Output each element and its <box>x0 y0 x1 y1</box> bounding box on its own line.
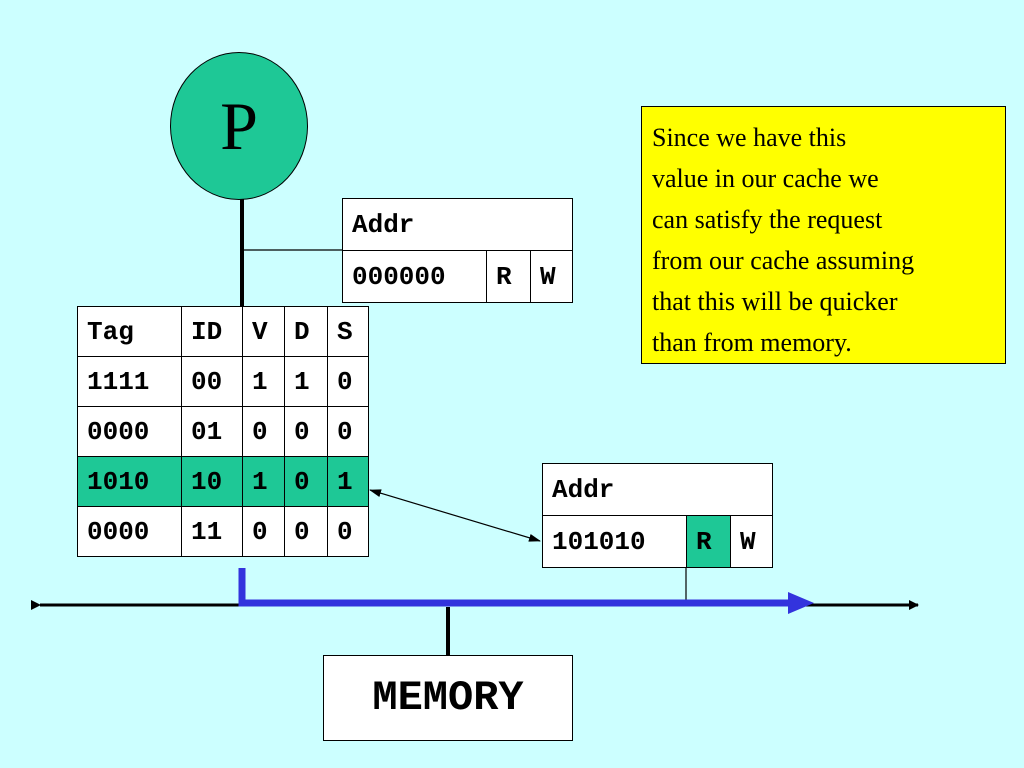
cache-cell-id: 11 <box>181 506 243 557</box>
cache-header-d: D <box>284 306 328 357</box>
processor-request-read: R <box>486 250 531 303</box>
note-line: Since we have this <box>652 123 847 152</box>
cache-cell-v: 0 <box>242 406 285 457</box>
cache-row: 1111 00 1 1 0 <box>77 356 369 407</box>
cache-cell-s: 0 <box>327 506 369 557</box>
explanation-note: Since we have this value in our cache we… <box>641 106 1006 364</box>
cache-header-tag: Tag <box>77 306 182 357</box>
blue-arrowhead <box>788 592 814 614</box>
cache-cell-id: 00 <box>181 356 243 407</box>
cache-header-row: Tag ID V D S <box>77 306 369 357</box>
memory-label: MEMORY <box>372 674 524 722</box>
note-line: that this will be quicker <box>652 287 898 316</box>
cache-cell-s: 1 <box>327 456 369 507</box>
cache-table: Tag ID V D S 1111 00 1 1 0 0000 01 0 0 0… <box>77 306 369 557</box>
processor-addr-label: Addr <box>342 198 573 251</box>
cache-row-highlighted: 1010 10 1 0 1 <box>77 456 369 507</box>
processor-request-address: 000000 <box>342 250 487 303</box>
processor-label: P <box>220 87 258 164</box>
blue-data-path <box>238 568 792 607</box>
cache-cell-v: 1 <box>242 456 285 507</box>
cache-cell-v: 0 <box>242 506 285 557</box>
cache-cell-s: 0 <box>327 406 369 457</box>
cache-cell-id: 01 <box>181 406 243 457</box>
processor-node: P <box>170 52 308 200</box>
cache-cell-tag: 1111 <box>77 356 182 407</box>
memory-node: MEMORY <box>323 655 573 741</box>
cache-cell-d: 0 <box>284 456 328 507</box>
note-line: value in our cache we <box>652 164 879 193</box>
cache-cell-s: 0 <box>327 356 369 407</box>
cache-cell-d: 0 <box>284 406 328 457</box>
cache-cell-d: 0 <box>284 506 328 557</box>
cache-header-s: S <box>327 306 369 357</box>
processor-request-write: W <box>530 250 573 303</box>
bus-request-address: 101010 <box>542 515 687 568</box>
cache-row: 0000 01 0 0 0 <box>77 406 369 457</box>
cache-header-v: V <box>242 306 285 357</box>
cache-cell-tag: 1010 <box>77 456 182 507</box>
cache-header-id: ID <box>181 306 243 357</box>
snoop-arrow <box>369 489 541 542</box>
cache-cell-tag: 0000 <box>77 406 182 457</box>
bus-request-read: R <box>686 515 731 568</box>
bus-request-write: W <box>730 515 773 568</box>
cache-row: 0000 11 0 0 0 <box>77 506 369 557</box>
note-line: from our cache assuming <box>652 246 915 275</box>
note-line: can satisfy the request <box>652 205 883 234</box>
bus-request-box: Addr 101010 R W <box>542 463 773 568</box>
processor-request-box: Addr 000000 R W <box>342 198 573 303</box>
cache-cell-tag: 0000 <box>77 506 182 557</box>
cache-cell-v: 1 <box>242 356 285 407</box>
cache-cell-d: 1 <box>284 356 328 407</box>
cache-cell-id: 10 <box>181 456 243 507</box>
bus-addr-label: Addr <box>542 463 773 516</box>
note-line: than from memory. <box>652 328 852 357</box>
